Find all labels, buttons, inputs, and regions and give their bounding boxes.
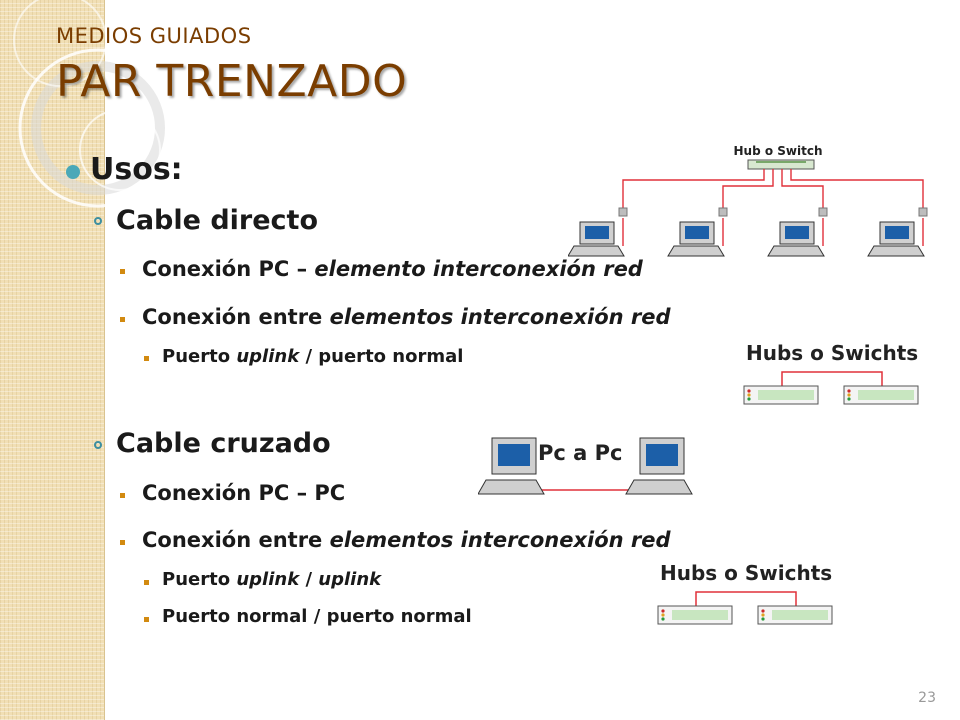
- hub-device-icon: [747, 159, 815, 170]
- cable-cruzado-sub-2: Puerto normal / puerto normal: [162, 606, 472, 627]
- cable-directo-item-2: Conexión entre elementos interconexión r…: [142, 305, 671, 329]
- hubs-directo-figure: Hubs o Swichts: [743, 341, 919, 405]
- cable-cruzado-item-2: Conexión entre elementos interconexión r…: [142, 528, 671, 552]
- pc-icon: [867, 221, 925, 257]
- hub-device-icon: [657, 605, 733, 625]
- hubs-cruzado-figure: Hubs o Swichts: [657, 561, 833, 625]
- hubs-label: Hubs o Swichts: [746, 341, 918, 365]
- pc-a-pc-label: Pc a Pc: [538, 441, 622, 465]
- pc-a-pc-figure: Pc a Pc: [478, 437, 693, 495]
- pc-icon: [478, 437, 545, 495]
- cable-cruzado-heading: Cable cruzado: [116, 428, 331, 459]
- cable-connectors: [618, 207, 928, 217]
- cable-line: [781, 371, 883, 386]
- usos-heading: Usos:: [90, 152, 183, 187]
- cable-directo-sub-1: Puerto uplink / puerto normal: [162, 346, 464, 367]
- bullet-ring: [94, 441, 102, 449]
- slide-subtitle: MEDIOS GUIADOS: [56, 24, 252, 48]
- cable-directo-item-1: Conexión PC – elemento interconexión red: [142, 257, 643, 281]
- pc-icon: [625, 437, 693, 495]
- decorative-circles: [13, 0, 178, 208]
- pc-icon: [568, 221, 625, 257]
- hub-device-icon: [843, 385, 919, 405]
- bullet-square: [120, 317, 125, 322]
- cable-cruzado-sub-1: Puerto uplink / uplink: [162, 569, 382, 590]
- cable-lines: [622, 169, 924, 246]
- page-number: 23: [918, 690, 936, 706]
- bullet-square: [120, 540, 125, 545]
- hubs-label: Hubs o Swichts: [660, 561, 832, 585]
- pc-icon: [767, 221, 825, 257]
- hub-device-icon: [757, 605, 833, 625]
- cable-cruzado-item-1: Conexión PC – PC: [142, 481, 346, 505]
- bullet-square: [120, 493, 125, 498]
- bullet-square: [144, 617, 149, 622]
- cable-line: [695, 591, 797, 606]
- hub-switch-topology-figure: Hub o Switch: [568, 144, 928, 257]
- hub-switch-label: Hub o Switch: [733, 144, 822, 158]
- pc-icon: [667, 221, 725, 257]
- hub-device-icon: [743, 385, 819, 405]
- bullet-ring: [94, 217, 102, 225]
- bullet-square: [120, 269, 125, 274]
- bullet-main: [66, 165, 80, 179]
- side-decoration-strip: [0, 0, 105, 720]
- slide-title: PAR TRENZADO: [56, 56, 408, 107]
- bullet-square: [144, 580, 149, 585]
- cable-directo-heading: Cable directo: [116, 205, 318, 236]
- bullet-square: [144, 356, 149, 361]
